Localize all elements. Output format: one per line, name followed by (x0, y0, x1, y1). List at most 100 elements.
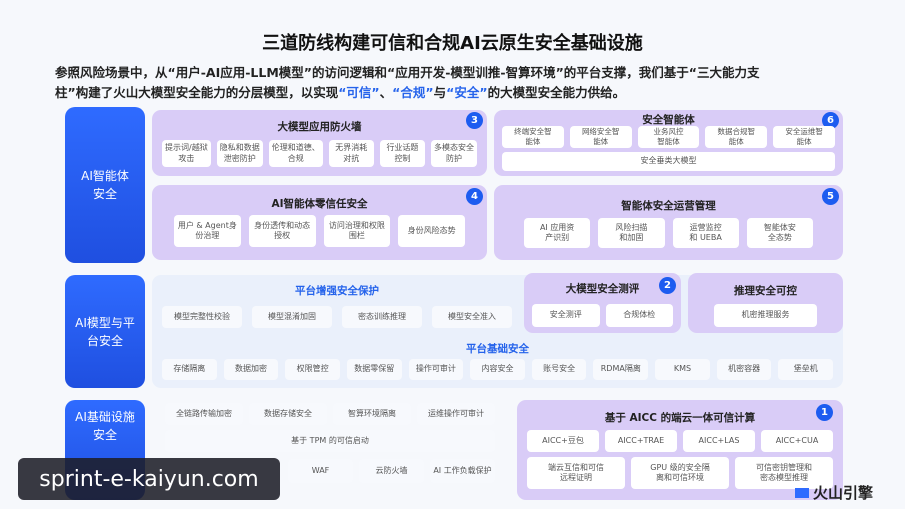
agents-base: 安全垂类大模型 (502, 152, 835, 171)
logo-icon (795, 487, 809, 498)
badge-6: 6 (822, 112, 839, 129)
item: 网络安全智 能体 (569, 126, 632, 148)
item: 智能体安 全态势 (746, 218, 813, 248)
item: 机密容器 (716, 359, 772, 380)
item: 可信密钥管理和 密态模型推理 (735, 457, 833, 489)
watermark: sprint-e-kaiyun.com (18, 458, 280, 500)
base-items: 存储隔离 数据加密 权限管控 数据零保留 操作可审计 内容安全 账号安全 RDM… (162, 359, 834, 380)
item: RDMA隔离 (593, 359, 649, 380)
item: 风险扫描 和加固 (598, 218, 665, 248)
panel-security-agents: 安全智能体 6 终端安全智 能体 网络安全智 能体 业务风控 智能体 数据合规智… (494, 110, 843, 176)
item: 安全运维智 能体 (773, 126, 835, 148)
badge-3: 3 (466, 112, 483, 129)
panel-model-eval: 大模型安全测评 2 安全测评 合规体检 (524, 273, 681, 333)
panel-title: 平台增强安全保护 (295, 285, 379, 297)
infra-row-tpm: 基于 TPM 的可信启动 (165, 430, 495, 452)
item: 数据加密 (223, 359, 279, 380)
aicc-row-2: 端云互信和可信 远程证明 GPU 级的安全隔 离和可信环境 可信密钥管理和 密态… (527, 457, 833, 489)
item: 全链路传输加密 (165, 403, 243, 425)
item: 权限管控 (285, 359, 340, 380)
panel-aicc: 基于 AICC 的端云一体可信计算 1 AICC+豆包 AICC+TRAE AI… (517, 400, 843, 500)
item: 伦理和道德、 合规 (268, 140, 323, 167)
panel-title: 大模型安全测评 (565, 283, 640, 295)
firewall-items: 提示词/越狱 攻击 隐私和数据 泄密防护 伦理和道德、 合规 无界消耗 对抗 行… (162, 140, 478, 167)
item: 安全垂类大模型 (502, 152, 835, 171)
item: 访问治理和权限 围栏 (323, 215, 391, 247)
panel-title: 基于 AICC 的端云一体可信计算 (604, 412, 756, 424)
tier-model-platform-security: AI模型与平 台安全 (65, 275, 145, 388)
highlight-secure: “安全” (446, 85, 488, 100)
item: 账号安全 (531, 359, 587, 380)
item: 数据零保留 (346, 359, 402, 380)
panel-title: 平台基础安全 (466, 343, 529, 355)
eval-items: 安全测评 合规体检 (532, 304, 673, 327)
badge-2: 2 (659, 277, 676, 294)
item: 操作可审计 (408, 359, 464, 380)
intro-line-1: 参照风险场景中，从“用户-AI应用-LLM模型”的访问逻辑和“应用开发-模型训推… (55, 65, 760, 80)
infra-row-3: WAF 云防火墙 AI 工作负载保护 (288, 459, 495, 483)
item: AICC+CUA (761, 430, 833, 452)
aicc-row-1: AICC+豆包 AICC+TRAE AICC+LAS AICC+CUA (527, 430, 833, 452)
item: 业务风控 智能体 (637, 126, 700, 148)
agents-items: 终端安全智 能体 网络安全智 能体 业务风控 智能体 数据合规智 能体 安全运维… (502, 126, 835, 148)
item: 数据存储安全 (249, 403, 327, 425)
volcengine-logo: 火山引擎 (795, 482, 873, 503)
infra-row-1: 全链路传输加密 数据存储安全 智算环境隔离 运维操作可审计 (165, 403, 495, 425)
zerotrust-items: 用户 & Agent身 份治理 身份透传和动态 授权 访问治理和权限 围栏 身份… (174, 215, 465, 247)
item: 模型完整性校验 (162, 306, 242, 328)
panel-inference: 推理安全可控 机密推理服务 (688, 273, 843, 333)
item: 密态训练推理 (342, 306, 422, 328)
item: 堡垒机 (778, 359, 834, 380)
item: AI 应用资 产识别 (524, 218, 591, 248)
intro-line-2: 柱”构建了火山大模型安全能力的分层模型，以实现“可信”、“合规”与“安全”的大模… (55, 82, 625, 101)
item: 基于 TPM 的可信启动 (165, 430, 495, 452)
item: 行业话题 控制 (379, 140, 426, 167)
ops-items: AI 应用资 产识别 风险扫描 和加固 运营监控 和 UEBA 智能体安 全态势 (524, 218, 813, 248)
highlight-compliant: “合规” (392, 85, 434, 100)
badge-1: 1 (816, 404, 833, 421)
item: 安全测评 (532, 304, 600, 327)
item: 内容安全 (470, 359, 525, 380)
panel-title: 安全智能体 (642, 114, 695, 126)
panel-title: 智能体安全运营管理 (621, 200, 716, 212)
panel-agent-ops: 智能体安全运营管理 5 AI 应用资 产识别 风险扫描 和加固 运营监控 和 U… (494, 185, 843, 260)
item: 身份透传和动态 授权 (248, 215, 316, 247)
panel-llm-firewall: 大模型应用防火墙 3 提示词/越狱 攻击 隐私和数据 泄密防护 伦理和道德、 合… (152, 110, 487, 176)
item: 存储隔离 (162, 359, 217, 380)
panel-platform-base: 平台基础安全 存储隔离 数据加密 权限管控 数据零保留 操作可审计 内容安全 账… (152, 338, 843, 388)
item: 终端安全智 能体 (502, 126, 564, 148)
intro-text: 的大模型安全能力供给。 (487, 85, 626, 100)
item: 运营监控 和 UEBA (672, 218, 739, 248)
item: GPU 级的安全隔 离和可信环境 (631, 457, 729, 489)
tier-agent-security: AI智能体 安全 (65, 107, 145, 263)
item: KMS (655, 359, 710, 380)
item: AICC+豆包 (527, 430, 599, 452)
item: AICC+TRAE (605, 430, 677, 452)
item: 云防火墙 (359, 459, 424, 483)
panel-title: 大模型应用防火墙 (277, 121, 362, 133)
item: 模型安全准入 (432, 306, 512, 328)
item: 模型混淆加固 (252, 306, 332, 328)
intro-sep: 与 (433, 85, 447, 100)
item: 端云互信和可信 远程证明 (527, 457, 625, 489)
item: AI 工作负载保护 (430, 459, 495, 483)
item: 隐私和数据 泄密防护 (216, 140, 263, 167)
badge-5: 5 (822, 188, 839, 205)
badge-4: 4 (466, 188, 483, 205)
item: 智算环境隔离 (333, 403, 411, 425)
item: 提示词/越狱 攻击 (162, 140, 211, 167)
item: WAF (288, 459, 353, 483)
item: 数据合规智 能体 (705, 126, 768, 148)
item: 用户 & Agent身 份治理 (174, 215, 241, 247)
item: AICC+LAS (683, 430, 755, 452)
highlight-trusted: “可信” (338, 85, 380, 100)
item: 运维操作可审计 (417, 403, 495, 425)
logo-text: 火山引擎 (813, 484, 874, 502)
intro-sep: 、 (379, 85, 393, 100)
inference-items: 机密推理服务 (714, 304, 817, 327)
intro-text: 柱”构建了火山大模型安全能力的分层模型，以实现 (55, 85, 339, 100)
item: 合规体检 (605, 304, 673, 327)
panel-platform-enhance: 平台增强安全保护 模型完整性校验 模型混淆加固 密态训练推理 模型安全准入 (152, 275, 522, 333)
page-title: 三道防线构建可信和合规AI云原生安全基础设施 (262, 33, 643, 54)
enhance-items: 模型完整性校验 模型混淆加固 密态训练推理 模型安全准入 (162, 306, 512, 328)
